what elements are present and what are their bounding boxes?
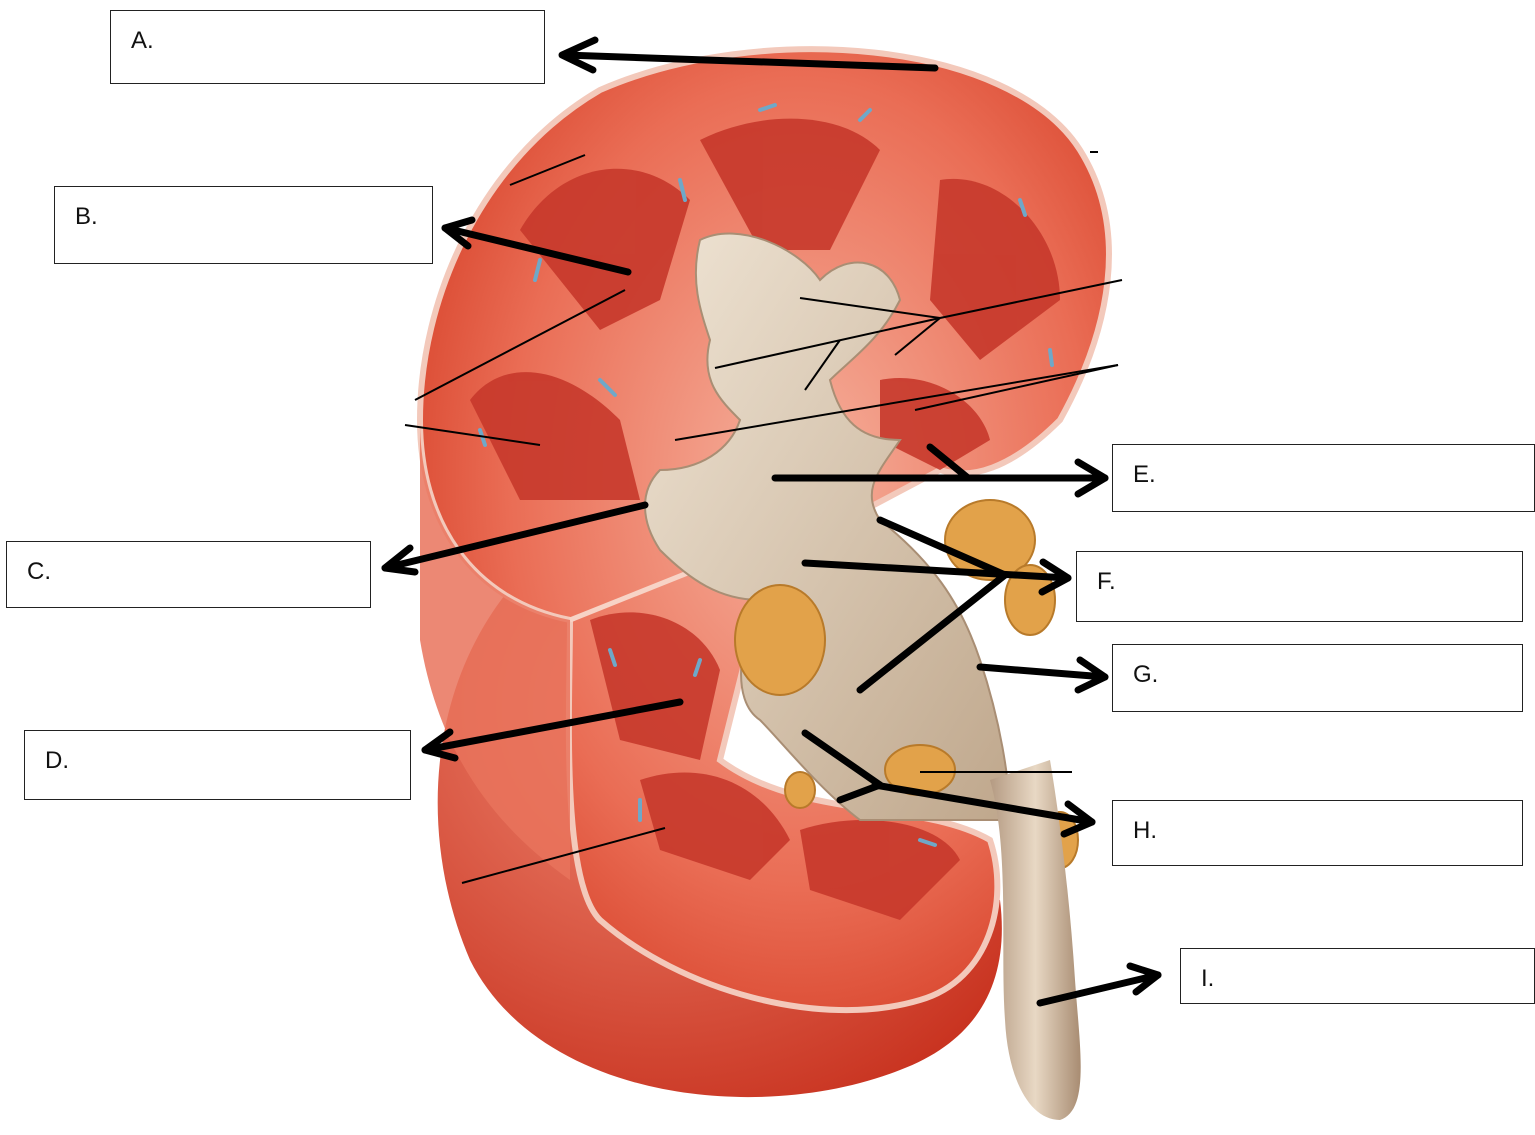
label-box-i[interactable]: I.	[1180, 948, 1535, 1004]
fat-lobule	[785, 772, 815, 808]
arrow-g	[980, 660, 1105, 690]
label-letter-f: F.	[1097, 568, 1116, 596]
vessel-mark	[1050, 350, 1052, 365]
label-letter-b: B.	[75, 203, 98, 231]
label-letter-h: H.	[1133, 817, 1157, 845]
label-box-a[interactable]: A.	[110, 10, 545, 84]
fat-lobule	[735, 585, 825, 695]
label-box-f[interactable]: F.	[1076, 551, 1523, 622]
label-letter-c: C.	[27, 558, 51, 586]
label-letter-d: D.	[45, 747, 69, 775]
label-letter-a: A.	[131, 27, 154, 55]
label-box-h[interactable]: H.	[1112, 800, 1523, 866]
label-box-c[interactable]: C.	[6, 541, 371, 608]
label-letter-e: E.	[1133, 461, 1156, 489]
label-letter-i: I.	[1201, 965, 1214, 993]
label-letter-g: G.	[1133, 661, 1158, 689]
label-box-e[interactable]: E.	[1112, 444, 1535, 512]
label-box-g[interactable]: G.	[1112, 644, 1523, 712]
label-box-d[interactable]: D.	[24, 730, 411, 800]
label-box-b[interactable]: B.	[54, 186, 433, 264]
